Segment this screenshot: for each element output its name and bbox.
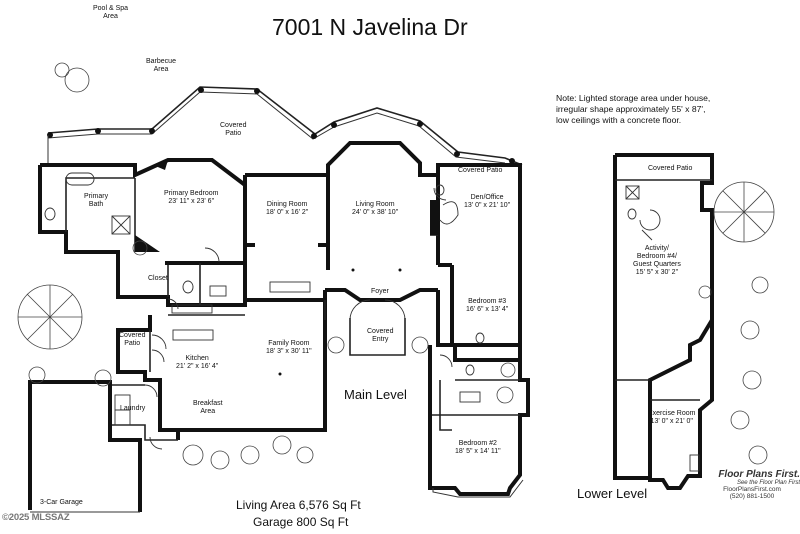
covered-patio-railing — [47, 86, 523, 166]
note-line: irregular shape approximately 55' x 87', — [556, 104, 706, 114]
storage-note: Note: Lighted storage area under house, … — [556, 93, 766, 126]
door-swings — [144, 187, 453, 450]
label-closet: Closet — [148, 275, 168, 282]
label-laundry: Laundry — [120, 405, 146, 412]
logo-brand: Floor Plans First. — [718, 469, 800, 480]
lower-level-walls — [613, 153, 714, 490]
bedroom2-bay — [432, 479, 524, 498]
lower-level-label: Lower Level — [577, 486, 648, 501]
note-line: low ceilings with a concrete floor. — [556, 115, 682, 125]
garage-walls — [28, 380, 142, 513]
logo-phone: (520) 881-1500 — [729, 493, 775, 500]
main-level-label: Main Level — [344, 387, 407, 402]
label-covered-patio-right: Covered Patio — [458, 167, 503, 174]
logo-url: FloorPlansFirst.com — [723, 486, 781, 493]
copyright-watermark: ©2025 MLSSAZ — [2, 512, 70, 523]
label-garage: 3-Car Garage — [40, 499, 83, 506]
page-title: 7001 N Javelina Dr — [272, 14, 468, 40]
logo-tagline: See the Floor Plan First — [736, 480, 800, 486]
note-line: Note: Lighted storage area under house, — [556, 93, 711, 103]
living-area-total: Living Area 6,576 Sq Ft — [236, 498, 361, 512]
main-exterior-walls — [38, 141, 530, 496]
garage-area-total: Garage 800 Sq Ft — [253, 515, 349, 529]
label-lower-covered-patio: Covered Patio — [648, 165, 693, 172]
label-foyer: Foyer — [371, 288, 389, 295]
fixtures — [44, 160, 485, 426]
landscape-trees — [17, 62, 775, 470]
floor-plans-first-logo: Floor Plans First. See the Floor Plan Fi… — [704, 469, 800, 500]
